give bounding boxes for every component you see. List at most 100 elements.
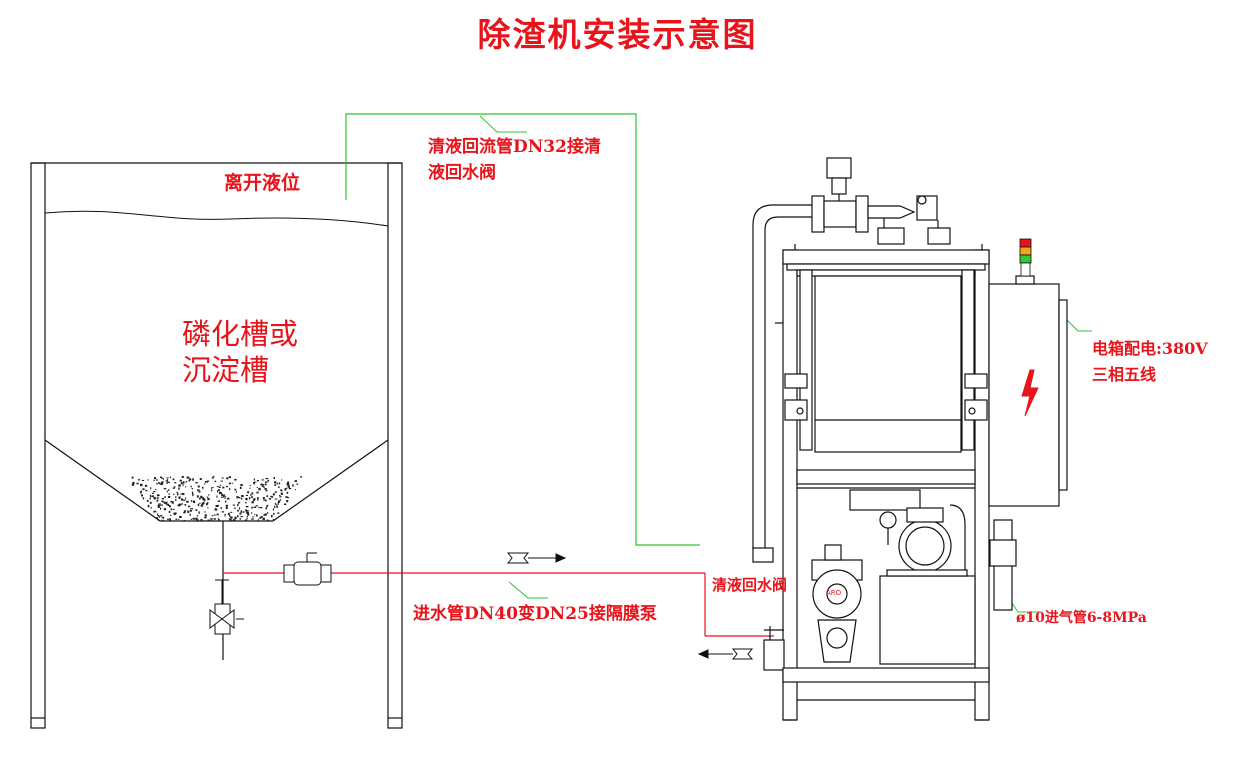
sediment-speck [289,488,292,490]
sediment-speck [217,490,219,493]
sediment-speck [172,478,175,481]
sediment-speck [156,494,159,497]
sediment-speck [160,476,162,479]
sediment-speck [175,496,177,498]
sediment-speck [286,483,290,486]
sediment-speck [183,512,186,514]
sediment-speck [182,476,185,478]
sediment-speck [201,503,204,505]
sediment-speck [210,490,213,492]
sediment-speck [234,488,237,491]
sediment-speck [156,497,159,500]
sediment-speck [166,479,168,481]
sediment-speck [214,508,218,511]
tank-label-line1: 磷化槽或 [182,317,299,351]
sediment-speck [266,519,269,522]
sediment-speck [248,496,251,500]
sediment-speck [142,488,145,490]
sediment-speck [240,484,243,486]
sediment-speck [206,496,209,498]
liquid-level [44,210,389,227]
sediment-speck [145,489,148,492]
sediment-speck [274,484,277,486]
sediment-speck [268,498,272,500]
sediment-speck [274,505,276,508]
sediment-speck [153,479,155,482]
sediment-speck [187,505,191,508]
sediment-speck [158,494,160,497]
sediment-speck [195,509,198,511]
sediment-speck [267,504,269,507]
sediment-speck [271,515,273,518]
sediment-speck [178,503,181,506]
sediment-speck [182,481,185,484]
return-pipe-label-line1: 清液回流管DN32接清 [428,137,601,157]
sediment-speck [184,504,187,506]
sediment-speck [160,515,163,517]
sediment-speck [220,480,223,482]
sediment-speck [179,479,182,482]
sediment-speck [258,487,261,491]
sediment-speck [226,486,228,488]
sediment-speck [292,484,294,487]
sediment-speck [205,481,209,483]
sediment-speck [211,477,215,479]
sediment-speck [158,503,160,505]
sediment-speck [224,515,226,517]
sediment-speck [199,497,201,500]
sediment-speck [207,498,210,501]
sediment-speck [258,506,260,509]
sediment-speck [253,481,255,485]
sediment-speck [153,510,156,513]
sediment-speck [263,499,266,501]
sediment-speck [222,495,224,498]
sediment-speck [249,487,251,489]
power-supply-label-line1: 电箱配电:380V [1092,339,1208,358]
return-pipe-label: 清液回流管DN32接清 液回水阀 [428,134,601,186]
sediment-speck [162,478,164,480]
sediment-speck [224,513,226,516]
sediment-speck [182,484,184,486]
sediment-speck [151,495,155,498]
sediment-speck [231,482,233,484]
sediment-speck [296,483,299,485]
sediment-speck [172,508,175,510]
sediment-speck [216,505,219,507]
sediment-speck [257,498,259,501]
sediment-speck [161,500,164,503]
sediment-speck [246,517,248,520]
sediment-speck [244,519,248,522]
sediment-speck [234,507,236,509]
sediment-speck [229,514,231,517]
sediment-speck [208,494,210,496]
sediment-speck [233,519,236,522]
sediment-speck [197,489,200,492]
sediment-speck [160,507,162,510]
sediment-speck [157,513,159,516]
sediment-speck [171,501,174,504]
sediment-speck [184,510,187,512]
sediment-speck [132,481,135,485]
sediment-speck [168,493,171,495]
sediment-speck [223,494,226,496]
sediment-speck [163,488,167,490]
sediment-speck [199,502,201,504]
sediment-speck [185,481,187,483]
sediment-speck [277,512,280,514]
sediment-speck [251,492,254,495]
sediment-speck [192,493,194,495]
sediment-speck [286,497,290,499]
sediment-speck [219,492,222,495]
sediment-speck [255,505,258,507]
sediment-speck [219,484,222,486]
sediment-speck [213,514,216,516]
sediment-speck [136,482,139,485]
sediment-speck [202,497,204,500]
sediment-speck [217,489,220,491]
sediment-speck [163,501,165,503]
sediment-speck [246,511,249,514]
sediment-speck [172,487,175,489]
sediment-speck [204,516,207,519]
sediment-speck [183,510,185,513]
